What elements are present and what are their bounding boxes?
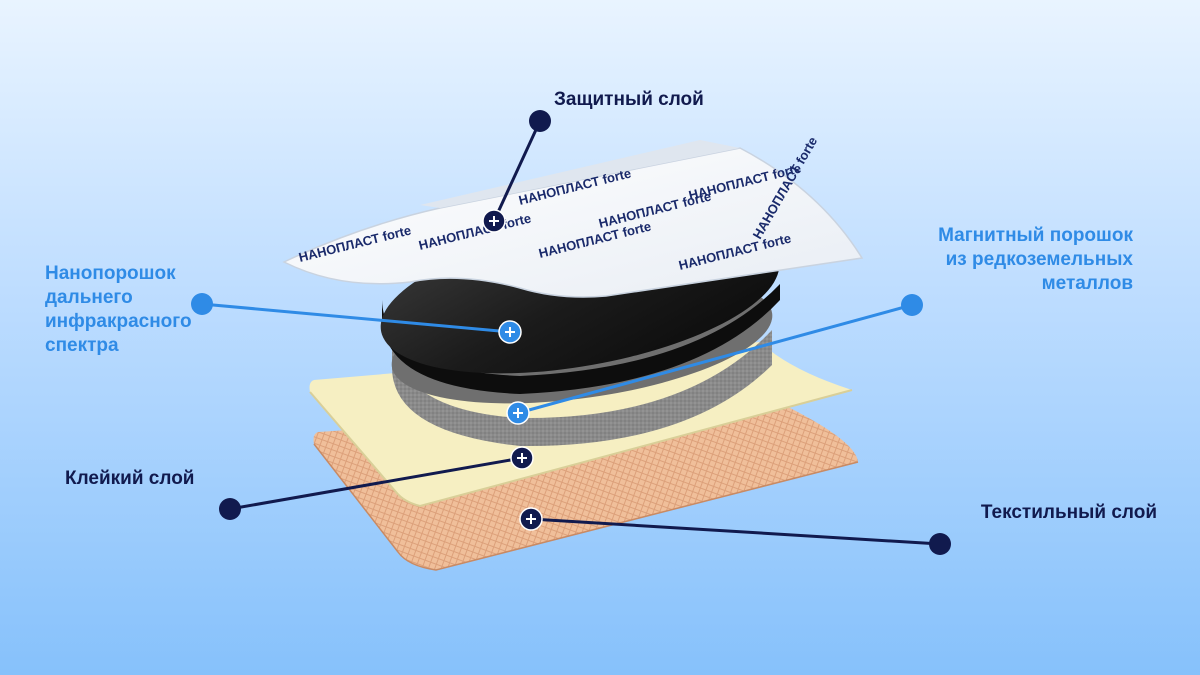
label-dot-magnetic — [901, 294, 923, 316]
leader-line-textile — [530, 517, 941, 546]
plus-icon — [489, 216, 499, 226]
label-dot-nanopowder — [191, 293, 213, 315]
leader-line-protective — [492, 120, 542, 222]
plus-marker-textile[interactable] — [519, 507, 543, 531]
label-dot-adhesive — [219, 498, 241, 520]
plus-icon — [513, 408, 523, 418]
label-dot-textile — [929, 533, 951, 555]
plus-icon — [505, 327, 515, 337]
label-textile-layer: Текстильный слой — [980, 502, 1157, 523]
label-magnetic-powder: Магнитный порошок из редкоземельных мета… — [938, 225, 1133, 294]
plus-marker-nanopowder[interactable] — [498, 320, 522, 344]
leader-lines — [201, 120, 941, 546]
label-nanopowder: Нанопорошок дальнего инфракрасного спект… — [45, 263, 192, 356]
plus-marker-magnetic[interactable] — [506, 401, 530, 425]
plus-marker-protective[interactable] — [482, 209, 506, 233]
plus-icon — [517, 453, 527, 463]
plus-icon — [526, 514, 536, 524]
leader-line-adhesive — [229, 456, 523, 511]
label-adhesive-layer: Клейкий слой — [65, 468, 195, 489]
label-protective-layer: Защитный слой — [554, 89, 704, 110]
plus-marker-adhesive[interactable] — [510, 446, 534, 470]
label-dot-protective — [529, 110, 551, 132]
leader-line-magnetic — [517, 303, 913, 415]
leader-line-nanopowder — [201, 302, 511, 334]
